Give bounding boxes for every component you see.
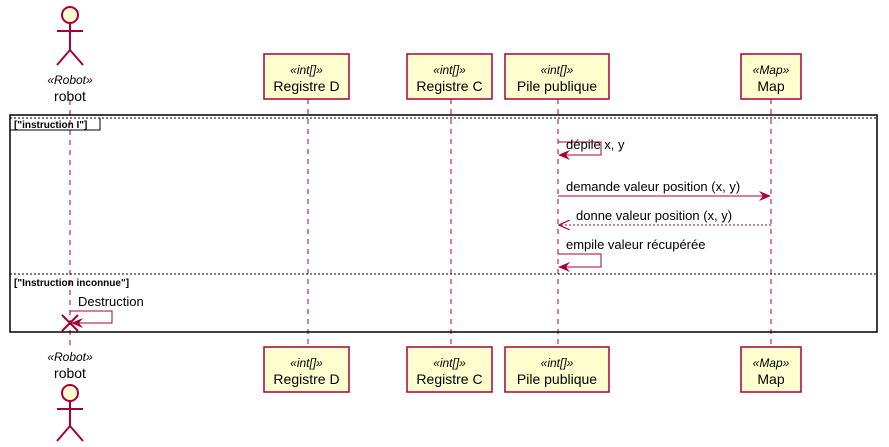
participant-pile-publique-top: «int[]» Pile publique	[504, 53, 610, 100]
participant-pile-publique-bottom: «int[]» Pile publique	[504, 346, 610, 393]
destroy-cross-icon	[61, 314, 79, 332]
participant-registre-c-bottom: «int[]» Registre C	[406, 346, 493, 393]
participant-name: Registre C	[416, 78, 482, 94]
actor-icon	[56, 384, 84, 442]
self-message-destruction	[70, 310, 113, 328]
participant-map-bottom: «Map» Map	[740, 346, 802, 393]
participant-name: Registre D	[273, 371, 339, 387]
actor-name: robot	[54, 88, 86, 104]
participant-stereotype: «int[]»	[433, 63, 466, 77]
participant-name: Pile publique	[517, 371, 597, 387]
participant-stereotype: «int[]»	[541, 63, 574, 77]
self-message-depile	[558, 141, 602, 160]
participant-name: Pile publique	[517, 78, 597, 94]
self-message-empile	[558, 253, 602, 272]
actor-robot-bottom: «Robot» robot	[47, 350, 93, 442]
participant-stereotype: «int[]»	[290, 63, 323, 77]
participant-stereotype: «int[]»	[541, 356, 574, 370]
alt-fragment: ["instruction I"] ["Instruction inconnue…	[9, 114, 878, 333]
message-label-depile: dépile x, y	[566, 137, 625, 152]
messages: dépile x, y demande valeur position (x, …	[61, 137, 771, 332]
actor-stereotype: «Robot»	[47, 350, 93, 364]
guard-label-1: ["instruction I"]	[14, 120, 87, 131]
participant-registre-c-top: «int[]» Registre C	[406, 53, 493, 100]
participant-registre-d-bottom: «int[]» Registre D	[263, 346, 350, 393]
message-label-demande: demande valeur position (x, y)	[566, 179, 740, 194]
participant-name: Map	[757, 78, 784, 94]
actor-name: robot	[54, 365, 86, 381]
participant-stereotype: «Map»	[753, 63, 790, 77]
message-label-empile: empile valeur récupérée	[566, 237, 705, 252]
participant-name: Registre D	[273, 78, 339, 94]
lifelines	[69, 99, 772, 347]
participant-name: Registre C	[416, 371, 482, 387]
guard-tab-1	[9, 118, 101, 131]
participant-registre-d-top: «int[]» Registre D	[263, 53, 350, 100]
participant-stereotype: «Map»	[753, 356, 790, 370]
guard-label-2: ["Instruction inconnue"]	[14, 278, 129, 289]
actor-stereotype: «Robot»	[47, 73, 93, 87]
message-label-donne: donne valeur position (x, y)	[576, 208, 732, 223]
participant-stereotype: «int[]»	[433, 356, 466, 370]
participant-name: Map	[757, 371, 784, 387]
participant-map-top: «Map» Map	[740, 53, 802, 100]
actor-icon	[56, 6, 84, 66]
message-label-destruction: Destruction	[78, 294, 144, 309]
actor-robot-top: «Robot» robot	[47, 6, 93, 104]
fragment-frame	[9, 114, 878, 333]
participant-stereotype: «int[]»	[290, 356, 323, 370]
